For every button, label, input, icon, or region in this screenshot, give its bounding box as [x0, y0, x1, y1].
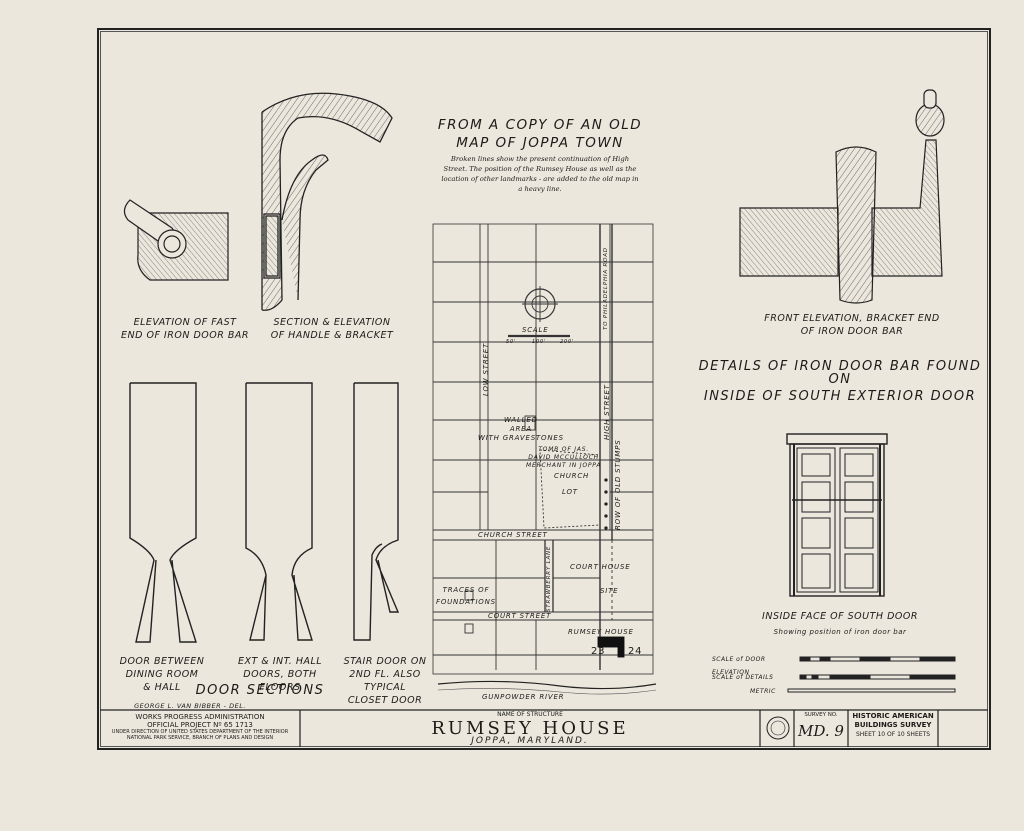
habs-block: HISTORIC AMERICAN BUILDINGS SURVEY SHEET… [848, 712, 938, 739]
details-title-line1: DETAILS OF IRON DOOR BAR FOUND ON [698, 359, 982, 387]
wpa-line-4: NATIONAL PARK SERVICE, BRANCH OF PLANS A… [126, 735, 274, 741]
handle-bracket-drawing [261, 92, 393, 311]
lot-label: LOT [562, 488, 578, 496]
lot-24: 24 [628, 646, 643, 657]
scale-door-label: SCALE of DOOR ELEVATION [712, 656, 766, 676]
street-high: HIGH STREET [603, 384, 611, 440]
habs-line-2: BUILDINGS SURVEY [854, 721, 932, 729]
map-title: FROM A COPY OF AN OLD MAP OF JOPPA TOWN [437, 117, 643, 151]
door3-label: STAIR DOOR ON 2ND FL. ALSO TYPICAL CLOSE… [343, 656, 427, 706]
sheet-border [97, 28, 991, 750]
church-label: CHURCH [554, 472, 590, 480]
map-scale-tick-1: 50' [506, 339, 517, 345]
row-of-stumps: ROW OF OLD STUMPS [614, 439, 622, 530]
wpa-line-2: OFFICIAL PROJECT Nº 65 1713 [147, 721, 253, 729]
street-strawberry: STRAWBERRY LANE [546, 545, 552, 612]
scale-details-label: SCALE of DETAILS [712, 674, 774, 681]
map-note: Broken lines show the present continuati… [441, 155, 639, 193]
court-house-label: COURT HOUSE [570, 563, 631, 571]
fast-end-drawing [123, 199, 229, 281]
south-door-drawing [786, 433, 888, 597]
name-of-structure-label: NAME OF STRUCTURE [497, 711, 563, 718]
street-church: CHURCH STREET [478, 531, 548, 539]
metric-label: METRIC [750, 688, 776, 695]
south-door-sublabel: Showing position of iron door bar [773, 628, 907, 636]
handle-bracket-label: SECTION & ELEVATION OF HANDLE & BRACKET [270, 317, 394, 341]
door-sections-drawing [129, 382, 400, 643]
details-title-line2: INSIDE OF SOUTH EXTERIOR DOOR [703, 389, 977, 404]
gunpowder-river: GUNPOWDER RIVER [482, 693, 565, 701]
wpa-block: WORKS PROGRESS ADMINISTRATION OFFICIAL P… [100, 713, 300, 741]
sheet-number: SHEET 10 OF 10 SHEETS [855, 731, 930, 738]
wpa-line-1: WORKS PROGRESS ADMINISTRATION [135, 713, 265, 721]
structure-name: RUMSEY HOUSE [431, 718, 629, 739]
habs-line-1: HISTORIC AMERICAN [852, 712, 934, 720]
court-house-site-label: SITE [600, 587, 619, 595]
joppa-map [432, 223, 657, 695]
walled-area: WALLED AREA WITH GRAVESTONES [478, 416, 564, 442]
door1-label: DOOR BETWEEN DINING ROOM & HALL [119, 656, 205, 693]
survey-no-label: SURVEY NO. [804, 712, 838, 718]
structure-location: JOPPA, MARYLAND. [471, 736, 589, 746]
street-low: LOW STREET [482, 342, 490, 396]
street-court: COURT STREET [488, 612, 552, 620]
south-door-label: INSIDE FACE OF SOUTH DOOR [762, 611, 918, 622]
traces-of-foundations: TRACES OF FOUNDATIONS [436, 586, 496, 606]
door2-label: EXT & INT. HALL DOORS, BOTH FLOORS [237, 656, 323, 693]
fast-end-label: ELEVATION OF FAST END OF IRON DOOR BAR [121, 317, 249, 341]
title-block-lines [100, 709, 988, 747]
map-scale-label: SCALE [522, 326, 549, 334]
map-scale-tick-3: 200' [560, 339, 575, 345]
door-sections-title: DOOR SECTIONS [195, 683, 325, 698]
tomb-label: TOMB OF JAS. DAVID MCCULLOCH MERCHANT IN… [526, 446, 602, 469]
front-elevation-label: FRONT ELEVATION, BRACKET END OF IRON DOO… [764, 313, 940, 337]
front-elevation-drawing [739, 89, 945, 304]
delineator-credit: GEORGE L. VAN BIBBER - DEL. [134, 702, 246, 710]
scale-bars [787, 656, 956, 693]
sheet-inner-border [100, 31, 988, 747]
map-scale-tick-2: 100' [532, 339, 547, 345]
wpa-line-3: UNDER DIRECTION OF UNITED STATES DEPARTM… [111, 729, 289, 735]
survey-number: MD. 9 [798, 722, 844, 740]
lot-23: 23 [591, 646, 606, 657]
rumsey-house-map-label: RUMSEY HOUSE [568, 628, 634, 636]
street-philadelphia: TO PHILADELPHIA ROAD [603, 247, 609, 330]
